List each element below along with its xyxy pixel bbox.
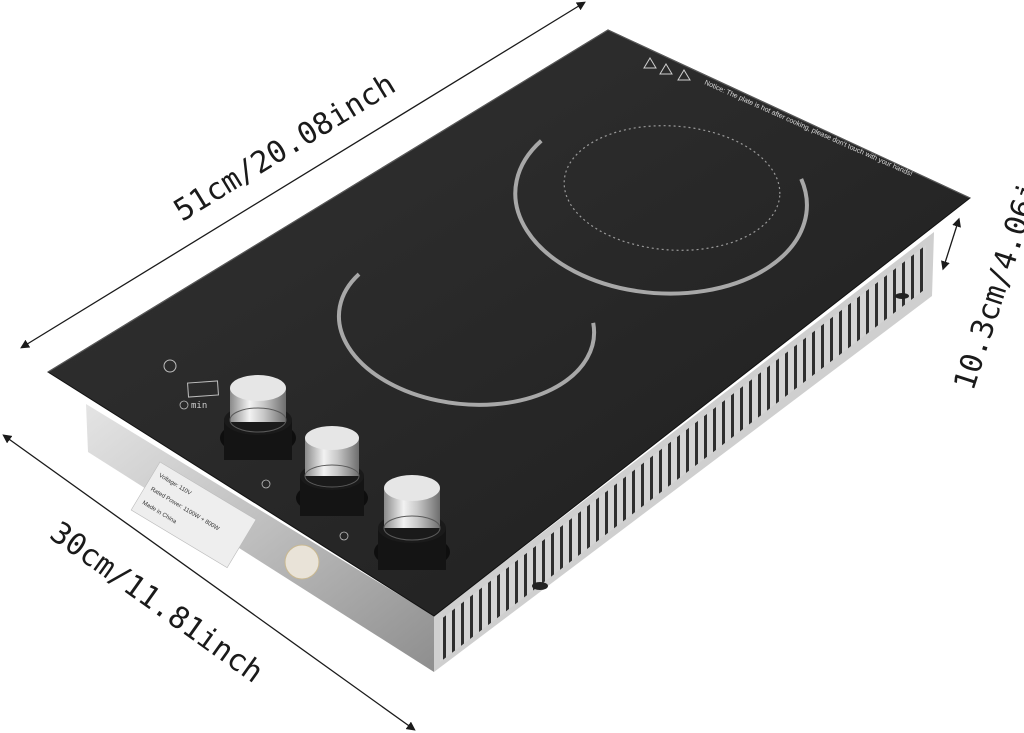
power-indicator-icon (163, 359, 177, 373)
glass-edge-highlight (47, 29, 971, 373)
large-burner-inner (563, 125, 781, 251)
foot-right (895, 293, 909, 299)
foot-left (532, 582, 548, 590)
timer-label: min (191, 401, 207, 411)
small-burner-ring (336, 272, 597, 407)
warning-icon (643, 57, 657, 69)
large-burner-indicator-icon (339, 531, 349, 541)
rating-plate: Voltage: 110V Rated Power: 1100W + 800W … (130, 461, 257, 569)
width-dimension-line (2, 434, 416, 731)
height-dimension-line (941, 217, 961, 271)
warning-icon (677, 69, 691, 81)
length-dimension-line (20, 1, 586, 349)
timer-display (187, 380, 219, 398)
large-burner-knob[interactable] (374, 475, 450, 570)
small-burner-indicator-icon (261, 479, 271, 489)
large-burner (513, 125, 809, 296)
certification-sticker (284, 544, 320, 580)
timer-icon (179, 400, 189, 410)
timer-knob[interactable] (220, 375, 296, 460)
small-burner-knob[interactable] (296, 426, 368, 516)
small-burner (336, 272, 597, 407)
ventilation-slots (440, 245, 926, 662)
warning-icons (643, 57, 691, 81)
height-dimension-label: 10.3cm/4.06inch (947, 126, 1024, 394)
warning-icon (659, 63, 673, 75)
large-burner-ring (513, 139, 809, 296)
